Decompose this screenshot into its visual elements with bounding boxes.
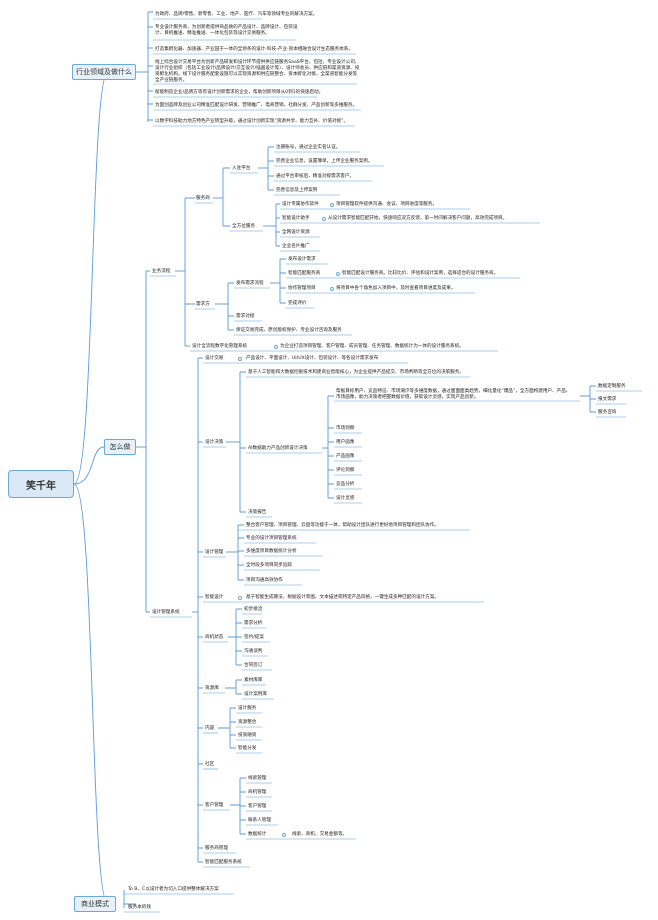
node-smart[interactable]: 智能设计 xyxy=(205,595,224,600)
node-commerce[interactable]: 商业模式 xyxy=(74,896,116,912)
mgmt-item: 全时段多项目同步追踪 xyxy=(246,563,292,568)
ai-item: 评论洞察 xyxy=(336,468,355,473)
industry-item: 线上综合设计交易平台为创新产品研发和设计环节提供供应链服务SaaS平台。包括，专… xyxy=(155,60,360,83)
ai-right-item: 服务咨询 xyxy=(598,410,617,415)
ai-right-item: 报文需求 xyxy=(598,397,617,402)
demand-item: 需求对接 xyxy=(236,314,255,319)
publish-item: 协作管理项目 xyxy=(288,286,316,291)
content-item: 投资融资 xyxy=(238,733,257,738)
ai-note: 帮据目标用户、竞品特征、市场潮汐等多维度数据，通过面面面类趋势，细化量化“爆品”… xyxy=(336,389,571,400)
ai-item: 产品画像 xyxy=(336,454,355,459)
ai-item: 市场洞察 xyxy=(336,426,355,431)
customer-item: 线索管理 xyxy=(248,776,267,781)
node-biz[interactable]: 商机状态 xyxy=(205,635,224,640)
node-community[interactable]: 社区 xyxy=(205,762,215,767)
content-item: 智能分发 xyxy=(238,746,257,751)
note-icon[interactable] xyxy=(274,345,278,349)
all-service-item: 企业名片推广 xyxy=(282,244,310,249)
settle-item: 完善企业信息，设置簿单，上传企业服务案例。 xyxy=(276,159,373,164)
node-demander[interactable]: 需求方 xyxy=(196,302,210,307)
publish-note: 将项目中各个角色加入项目中，及时查看项目进度及成果。 xyxy=(336,286,456,291)
ai-right-item: 数据定制服务 xyxy=(598,384,626,389)
note-icon[interactable] xyxy=(330,203,334,207)
ai-item: 竞品分析 xyxy=(336,482,355,487)
node-digital-flow[interactable]: 设计全流程数字化管理系统 xyxy=(192,344,248,349)
node-customer[interactable]: 客户管理 xyxy=(205,803,224,808)
mgmt-item: 项目沟通高效协作 xyxy=(246,578,283,583)
smart-note: 基于智能生成算法，根据设计草图、文本描述或特定产品风格，一键生成多种匹配的设计方… xyxy=(246,595,439,600)
node-mgmt[interactable]: 设计管理 xyxy=(205,550,224,555)
all-service-note: 项目管理软件提供沟通、会议、项目进度等服务。 xyxy=(336,202,438,207)
content-item: 设计服务 xyxy=(238,706,257,711)
note-icon[interactable] xyxy=(330,287,334,291)
settle-item: 完善信息及上传案例 xyxy=(276,188,318,193)
all-service-item: 全网设计资源 xyxy=(282,230,310,235)
industry-item: 为国创品牌及创业公司精准匹配设计研发、营销推广、电商营销、社群分发、产品创新等多… xyxy=(155,103,358,108)
res-item: 设计案例库 xyxy=(244,692,267,697)
content-item: 资源整合 xyxy=(238,720,257,725)
node-all-service[interactable]: 全方位服务 xyxy=(232,224,255,229)
mgmt-note: 整合客户管理、项目管理、云盘等功能于一体，帮助设计团队进行更好地项目管理和团队协… xyxy=(246,523,439,528)
settle-item: 注册账号，通过企业实名认证。 xyxy=(276,145,341,150)
all-service-note: 从设计需求智能匹配开始，快速响应双方反馈，第一时间解决客户问题，高效完成项目。 xyxy=(328,216,508,221)
ai-item: 设计灵感 xyxy=(336,496,355,501)
node-trade[interactable]: 设计交易 xyxy=(205,356,224,361)
industry-item: 为政府、品牌/零售、新零售、工业、地产、医疗、汽车等领域专业的解决方案。 xyxy=(155,12,318,17)
node-content[interactable]: 内容 xyxy=(205,726,215,731)
root-node[interactable]: 笑千年 xyxy=(8,470,74,498)
mgmt-item: 多维度项目数据统计分析 xyxy=(246,549,297,554)
digital-note: 为企业打造项目管理、客户管理、成员管理、任务管理、数据统计为一体的设计服务系统。 xyxy=(280,344,464,349)
mgmt-item: 专业的设计项目管理系统 xyxy=(246,536,297,541)
note-icon[interactable] xyxy=(322,217,326,221)
node-serve-mgmt[interactable]: 服务商管理 xyxy=(205,846,228,851)
customer-item: 客户管理 xyxy=(248,804,267,809)
publish-note: 智能匹配设计服务商。比较比价、评估和设计案例，选择适合的设计服务商。 xyxy=(342,271,499,276)
node-decision[interactable]: 设计决策 xyxy=(205,440,224,445)
node-publish-flow[interactable]: 发布需求流程 xyxy=(236,281,264,286)
publish-item: 完成评价 xyxy=(288,301,307,306)
node-settle-platform[interactable]: 入驻平台 xyxy=(232,166,251,171)
note-icon[interactable] xyxy=(238,596,242,600)
node-business-flow[interactable]: 业务流程 xyxy=(152,269,171,274)
publish-item: 发布设计需求 xyxy=(288,257,316,262)
note-icon[interactable] xyxy=(282,833,286,837)
industry-item: 打造集孵化器、加速器、产业园于一体的全领条的设计-科技-产业-资本相融合设计生态… xyxy=(155,47,353,52)
trade-note: 产品设计、平面设计、UI/UX设计、包装设计、等各设计需求发布 xyxy=(246,356,379,361)
note-icon[interactable] xyxy=(238,357,242,361)
demand-item: 保证交易完成、原创版权保护、专业设计咨询及服务 xyxy=(236,328,342,333)
node-res[interactable]: 资源库 xyxy=(205,686,219,691)
commerce-item: To B、C以设计者为切入口提供整体解决方案 xyxy=(128,887,219,892)
note-icon[interactable] xyxy=(336,272,340,276)
biz-item: 初步接洽 xyxy=(244,607,263,612)
all-service-item: 设计专属协作软件 xyxy=(282,202,319,207)
ai-item: 用户画像 xyxy=(336,440,355,445)
settle-item: 通过平台审核后，精准对接需求客户。 xyxy=(276,174,355,179)
commerce-item: 服务本的钱 xyxy=(128,905,151,910)
customer-note: 线索、商机、交易金额等。 xyxy=(292,832,348,837)
industry-item: 赋能制造企业/品牌方等有设计创新需求的企业，帮助创新项目从0到1的快速启动。 xyxy=(155,90,324,95)
industry-item: 以数字科技助力地方特色产业转型升级，通过设计创新实现“资源共享、能力互补、价值对… xyxy=(155,119,349,124)
publish-item: 智能匹配服务商 xyxy=(288,271,321,276)
node-match-sys[interactable]: 智能匹配服务系统 xyxy=(205,860,242,865)
biz-item: 合同签订 xyxy=(244,663,263,668)
report-item: 决策报告 xyxy=(248,510,267,515)
biz-item: 签约/提案 xyxy=(244,635,264,640)
node-how[interactable]: 怎么做 xyxy=(104,439,136,455)
customer-item: 联系人管理 xyxy=(248,818,271,823)
all-service-item: 智能设计助手 xyxy=(282,216,310,221)
node-industry[interactable]: 行业领域及做什么 xyxy=(72,64,136,80)
customer-item: 数据统计 xyxy=(248,832,267,837)
node-ai[interactable]: AI数据助力产品创新设计决策 xyxy=(248,446,308,451)
res-item: 素材库库 xyxy=(244,678,263,683)
biz-item: 沟通谈判 xyxy=(244,649,263,654)
customer-item: 商机管理 xyxy=(248,790,267,795)
node-system[interactable]: 设计管理系统 xyxy=(152,610,180,615)
industry-item: 专业设计服务商，为创新者提供商品质的产品设计、品牌设计、包装设计、目机推送、精准… xyxy=(155,25,298,36)
biz-item: 需求分析 xyxy=(244,621,263,626)
decision-note: 基于人工智能和大数据挖掘技术和建商业智能核心，为企业提供产品提交、市场判断等全方… xyxy=(248,370,464,375)
node-service-provider[interactable]: 服务商 xyxy=(196,196,210,201)
